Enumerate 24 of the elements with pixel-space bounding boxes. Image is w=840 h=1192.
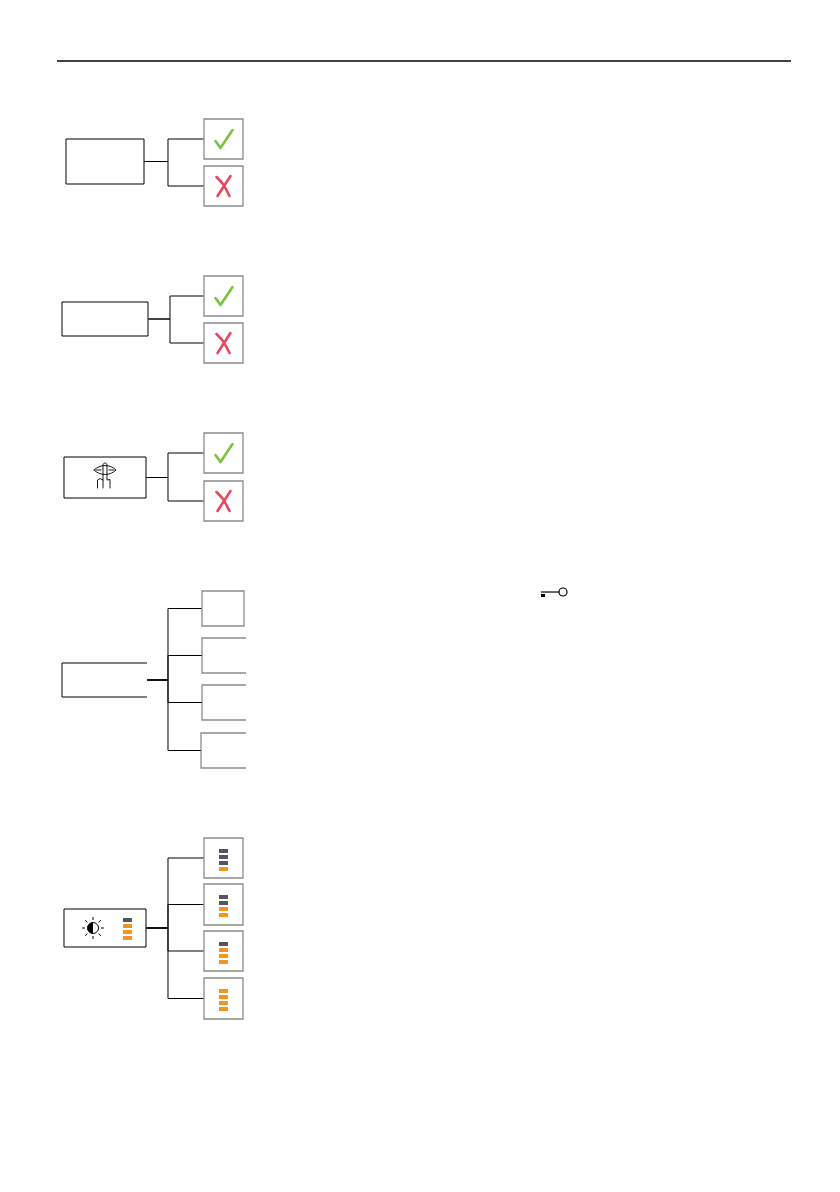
menu-box [63,908,147,948]
menu-box [61,662,148,698]
option-box [203,275,244,317]
option-box [201,684,247,721]
menu-box [65,138,145,185]
option-box [203,977,244,1020]
option-box [203,432,244,474]
option-box [203,930,244,972]
option-box [203,165,244,207]
connector-line [146,927,204,999]
option-box [201,637,247,674]
connector-line [146,679,202,751]
option-box [201,590,245,627]
option-box [200,732,247,769]
option-box [203,322,244,364]
option-box [203,883,244,926]
connector-line [144,161,204,187]
menu-box [63,456,147,499]
connector-line [148,318,204,344]
connector-line [146,477,204,502]
option-box [203,837,244,879]
option-box [203,480,244,522]
menu-box [61,301,149,337]
option-box [203,118,244,160]
